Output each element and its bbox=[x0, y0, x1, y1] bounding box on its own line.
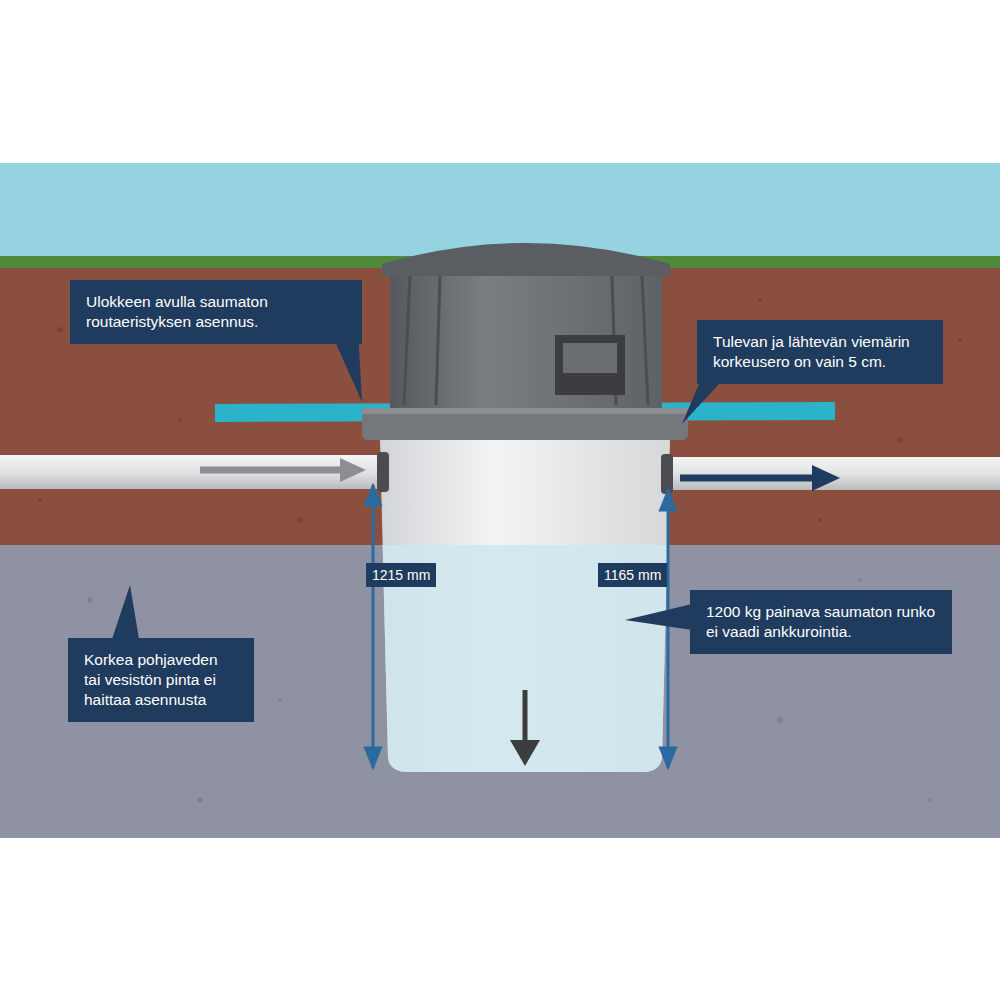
dimension-label: 1165 mm bbox=[598, 563, 667, 587]
callout-box: Tulevan ja lähtevän viemärin korkeusero … bbox=[697, 320, 943, 384]
callout-text: Korkea pohjaveden tai vesistön pinta ei … bbox=[84, 650, 238, 710]
callout-box: Korkea pohjaveden tai vesistön pinta ei … bbox=[68, 638, 254, 722]
callout-box: Ulokkeen avulla saumaton routaeristyksen… bbox=[70, 280, 362, 344]
callout-text: Ulokkeen avulla saumaton routaeristyksen… bbox=[86, 292, 346, 332]
callout-text: 1200 kg painava saumaton runko ei vaadi … bbox=[706, 602, 936, 642]
callout-text: Tulevan ja lähtevän viemärin korkeusero … bbox=[713, 332, 927, 372]
dimension-label: 1215 mm bbox=[366, 563, 436, 587]
callout-box: 1200 kg painava saumaton runko ei vaadi … bbox=[690, 590, 952, 654]
